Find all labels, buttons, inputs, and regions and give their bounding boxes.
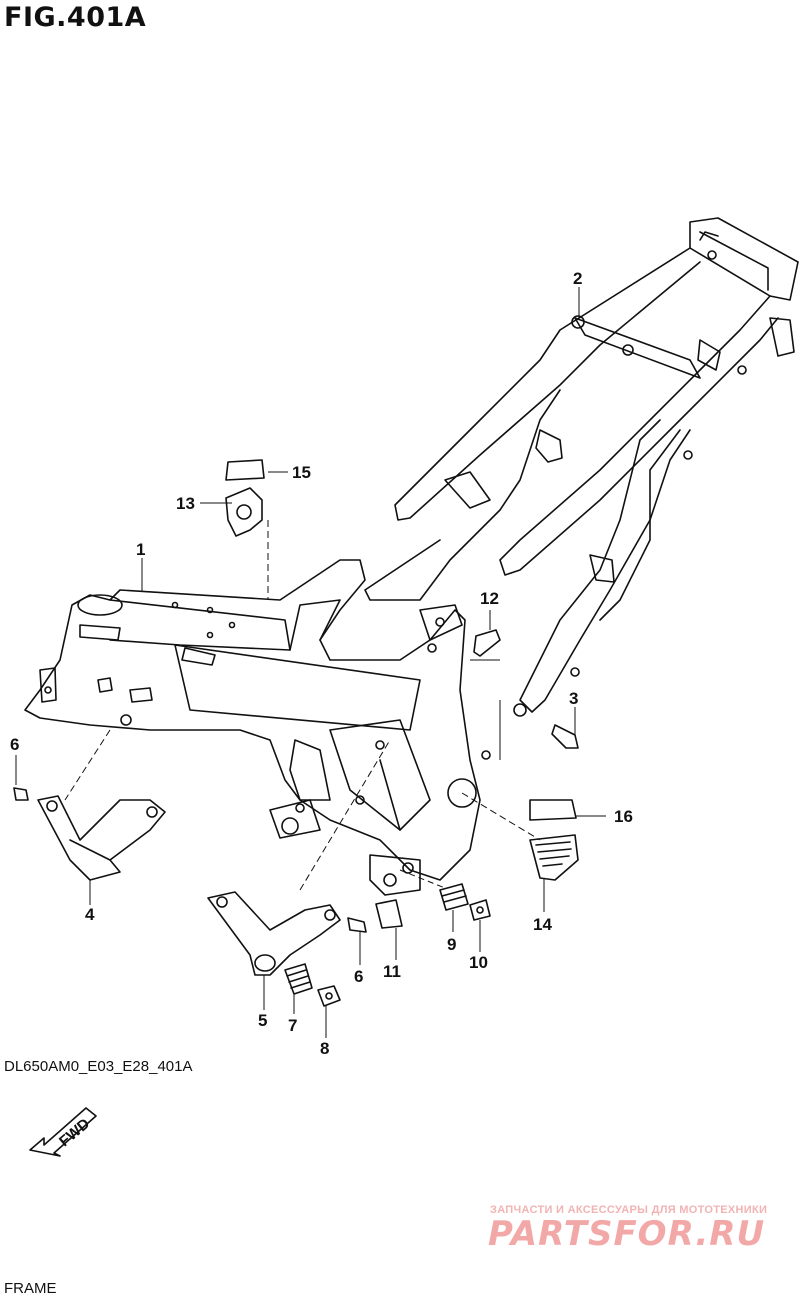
bolt-6-left <box>13 787 29 801</box>
callout-11: 11 <box>383 962 401 981</box>
callout-9: 9 <box>447 935 456 954</box>
callout-14: 14 <box>533 915 552 934</box>
part-3-bolt <box>551 724 579 749</box>
part-9-spring <box>439 883 469 911</box>
part-4-bracket <box>37 795 166 881</box>
callout-6-left: 6 <box>10 735 19 754</box>
callout-15: 15 <box>292 463 311 482</box>
part-15-cap <box>225 459 265 481</box>
callout-3: 3 <box>569 689 578 708</box>
leader-lines <box>15 287 606 1038</box>
part-5-bracket <box>207 891 341 976</box>
callout-13: 13 <box>176 494 195 513</box>
part-16-plate <box>529 799 577 821</box>
callout-10: 10 <box>469 953 488 972</box>
fwd-arrow-icon <box>29 1107 97 1157</box>
callout-4: 4 <box>85 905 95 924</box>
watermark-logo: PARTSFOR.RU <box>488 1214 766 1254</box>
part-12-bolt <box>473 629 501 657</box>
callout-5: 5 <box>258 1011 267 1030</box>
callout-1: 1 <box>136 540 145 559</box>
callout-16: 16 <box>614 807 633 826</box>
figure-code: DL650AM0_E03_E28_401A <box>4 1058 193 1075</box>
callout-2: 2 <box>573 269 582 288</box>
part-10-nut <box>469 899 491 921</box>
figure-title: FIG.401A <box>4 2 147 33</box>
part-14-cover <box>529 834 579 881</box>
callout-8: 8 <box>320 1039 329 1058</box>
watermark-tagline: ЗАПЧАСТИ И АКСЕССУАРЫ ДЛЯ МОТОТЕХНИКИ <box>490 1204 768 1216</box>
part-7-spring <box>284 963 313 995</box>
callout-7: 7 <box>288 1016 297 1035</box>
rear-subframe <box>364 217 799 717</box>
part-8-nut <box>317 985 341 1007</box>
main-frame <box>24 559 491 896</box>
part-13-grommet <box>225 487 263 537</box>
figure-caption: FRAME <box>4 1280 57 1297</box>
part-11-collar <box>375 899 403 929</box>
bolt-6-right <box>347 917 367 933</box>
callout-6-right: 6 <box>354 967 363 986</box>
callout-12: 12 <box>480 589 499 608</box>
